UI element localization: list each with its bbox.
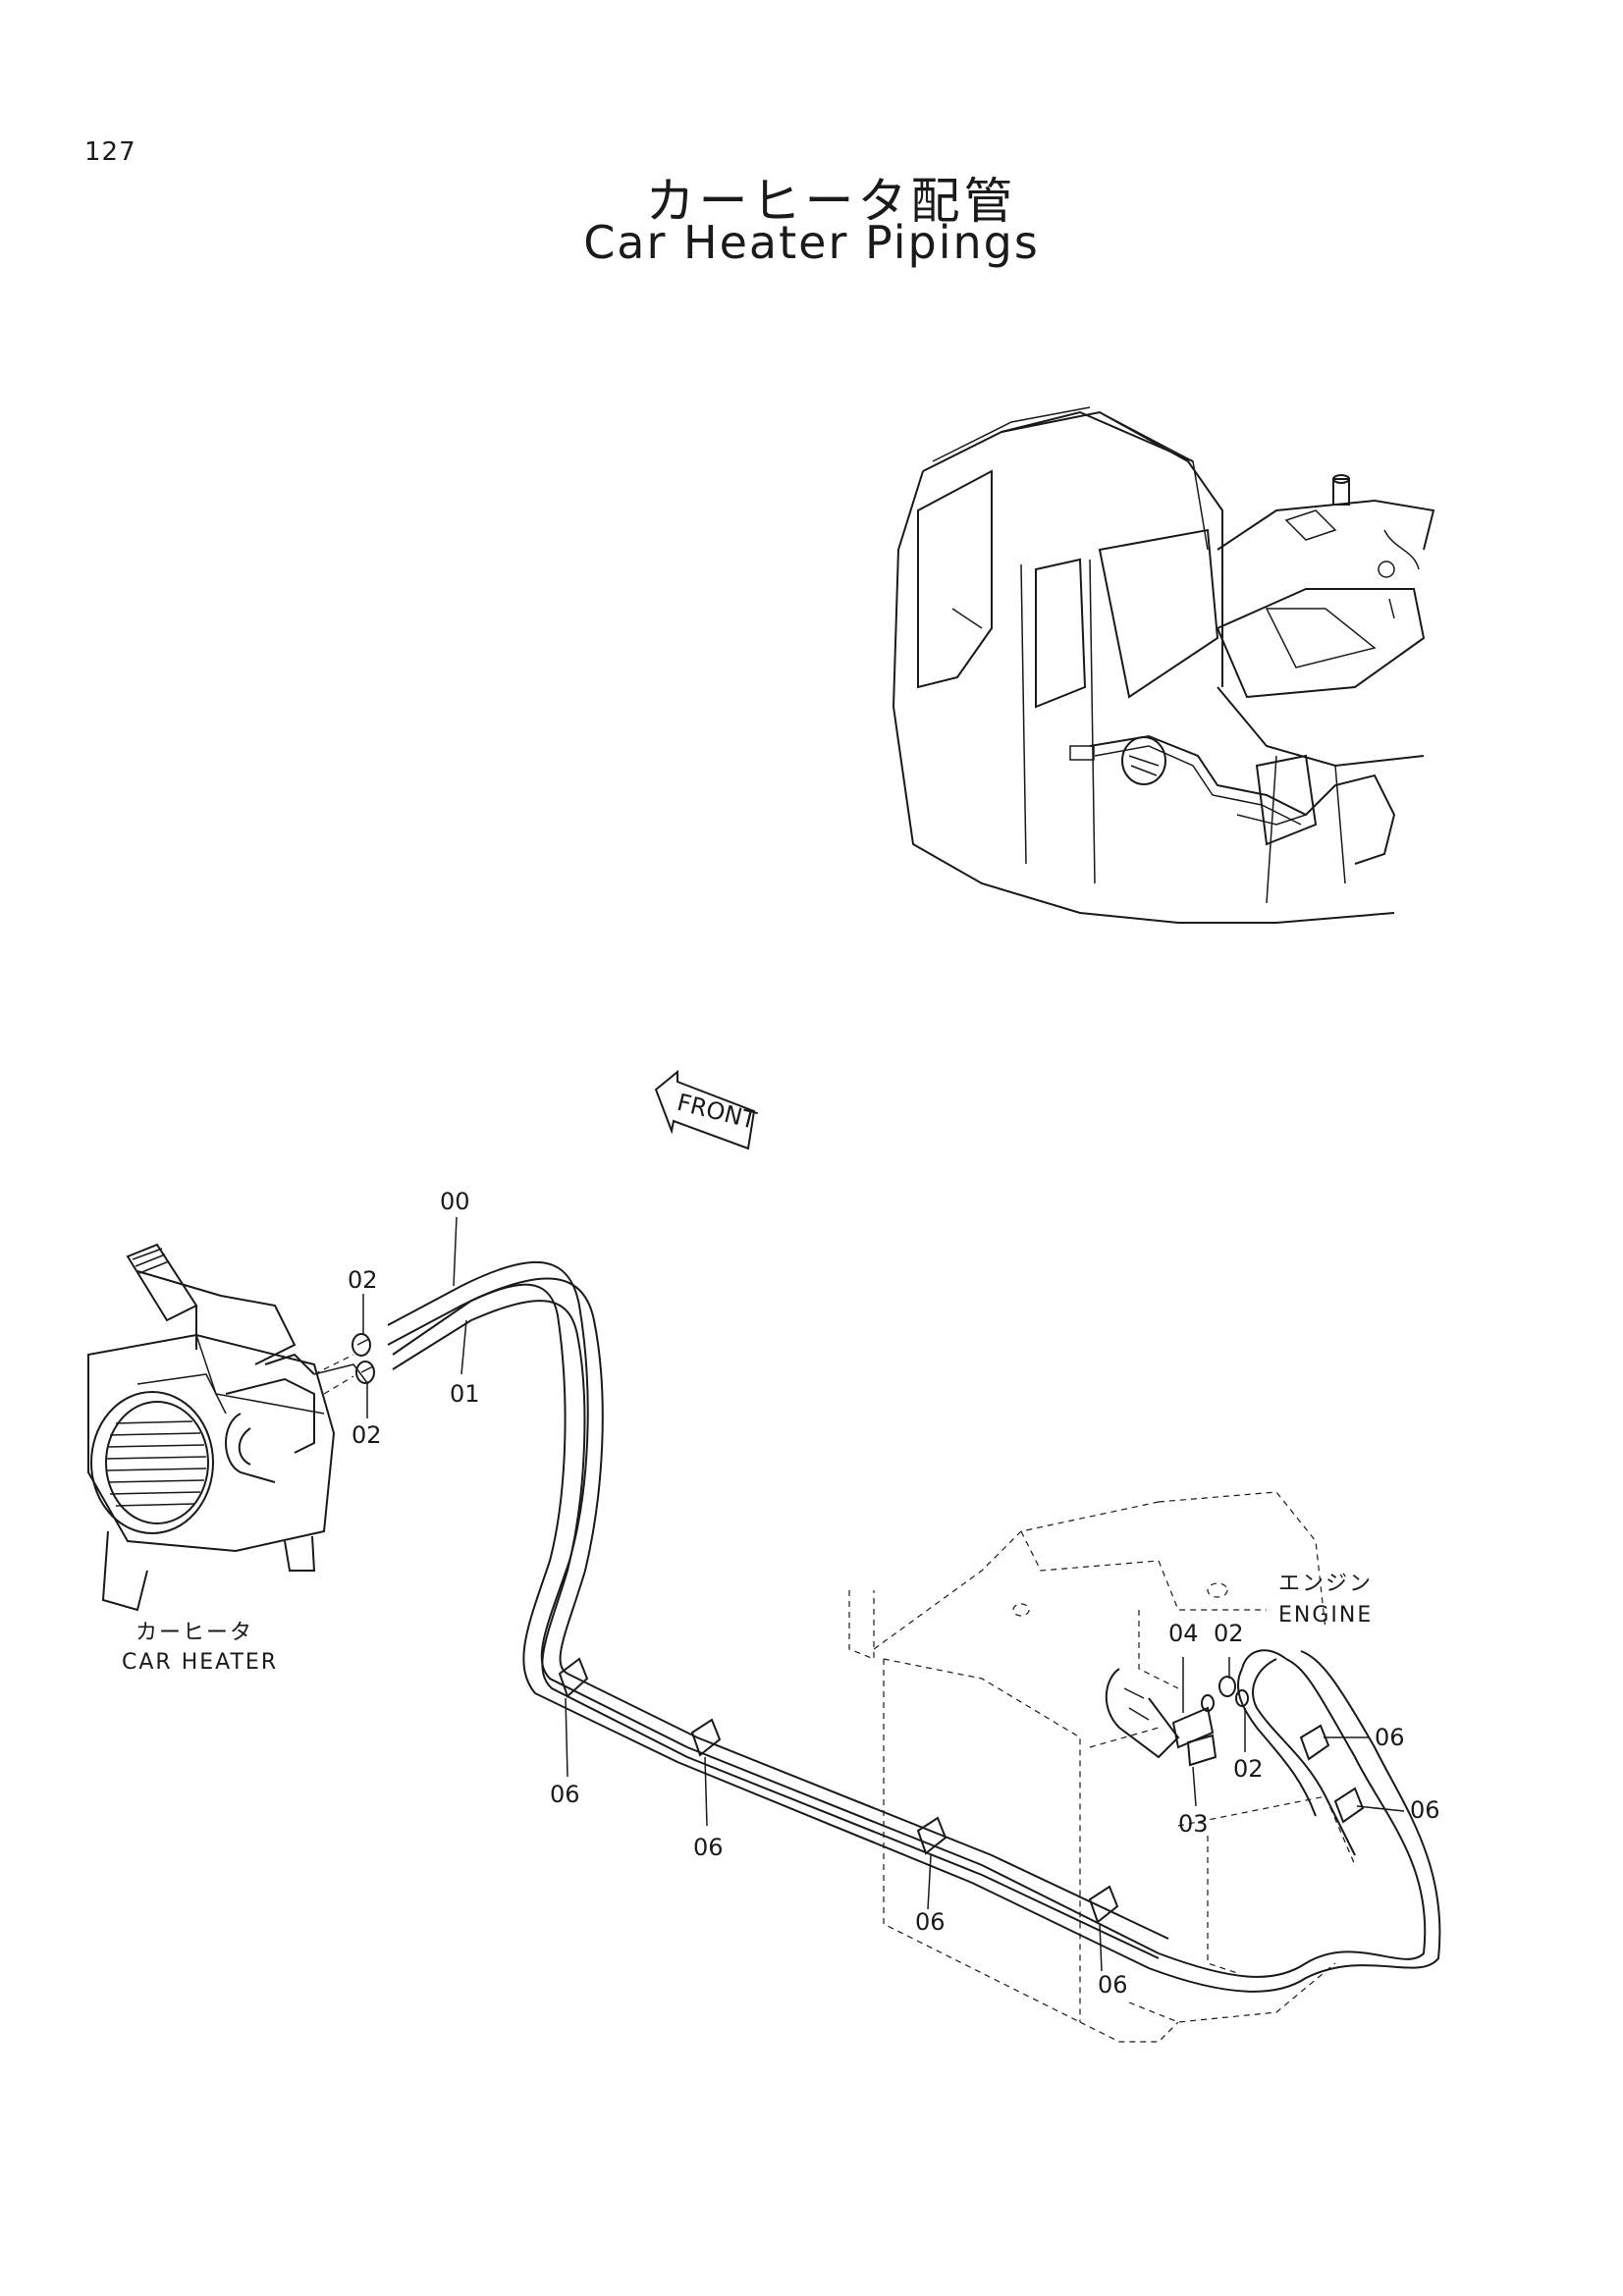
- car-heater-drawing: [87, 1243, 369, 1612]
- callout-06-a: 06: [550, 1781, 580, 1808]
- heater-hoses: [387, 1260, 1441, 1993]
- callout-01: 01: [450, 1380, 480, 1408]
- engine-drawing: [848, 1491, 1356, 2043]
- callout-00: 00: [440, 1188, 470, 1215]
- callout-labels: 00 01 02 02 04 02 02 03 06 06 06 06 06 0…: [348, 1188, 1440, 1999]
- component-labels: カーヒータ CAR HEATER エンジン ENGINE: [122, 1572, 1373, 1675]
- callout-06-d: 06: [1098, 1971, 1128, 1999]
- callout-06-f: 06: [1410, 1796, 1440, 1824]
- leader-lines: [362, 1216, 1405, 1972]
- excavator-overview-drawing: [892, 406, 1435, 924]
- callout-06-b: 06: [693, 1834, 724, 1861]
- car-heater-label-en: CAR HEATER: [122, 1650, 278, 1675]
- callout-03: 03: [1178, 1810, 1209, 1838]
- front-marker-label: FRONT: [675, 1089, 760, 1135]
- page-number: 127: [84, 137, 136, 167]
- callout-06-c: 06: [915, 1908, 946, 1936]
- title-english: Car Heater Pipings: [583, 216, 1040, 269]
- car-heater-label-jp: カーヒータ: [135, 1621, 253, 1645]
- callout-04: 04: [1168, 1620, 1199, 1647]
- callout-02-engine-top: 02: [1214, 1620, 1244, 1647]
- engine-label-jp: エンジン: [1278, 1572, 1373, 1596]
- callout-02-lower: 02: [352, 1421, 382, 1449]
- clamp-pair-heater-side: [352, 1333, 375, 1384]
- title-japanese: カーヒータ配管: [645, 173, 1017, 230]
- callout-02-upper: 02: [348, 1266, 378, 1294]
- callout-02-engine-bottom: 02: [1233, 1755, 1264, 1783]
- front-direction-arrow: FRONT: [654, 1069, 760, 1150]
- band-clamps: [558, 1657, 1365, 1924]
- callout-06-e: 06: [1375, 1724, 1405, 1751]
- engine-label-en: ENGINE: [1278, 1603, 1373, 1628]
